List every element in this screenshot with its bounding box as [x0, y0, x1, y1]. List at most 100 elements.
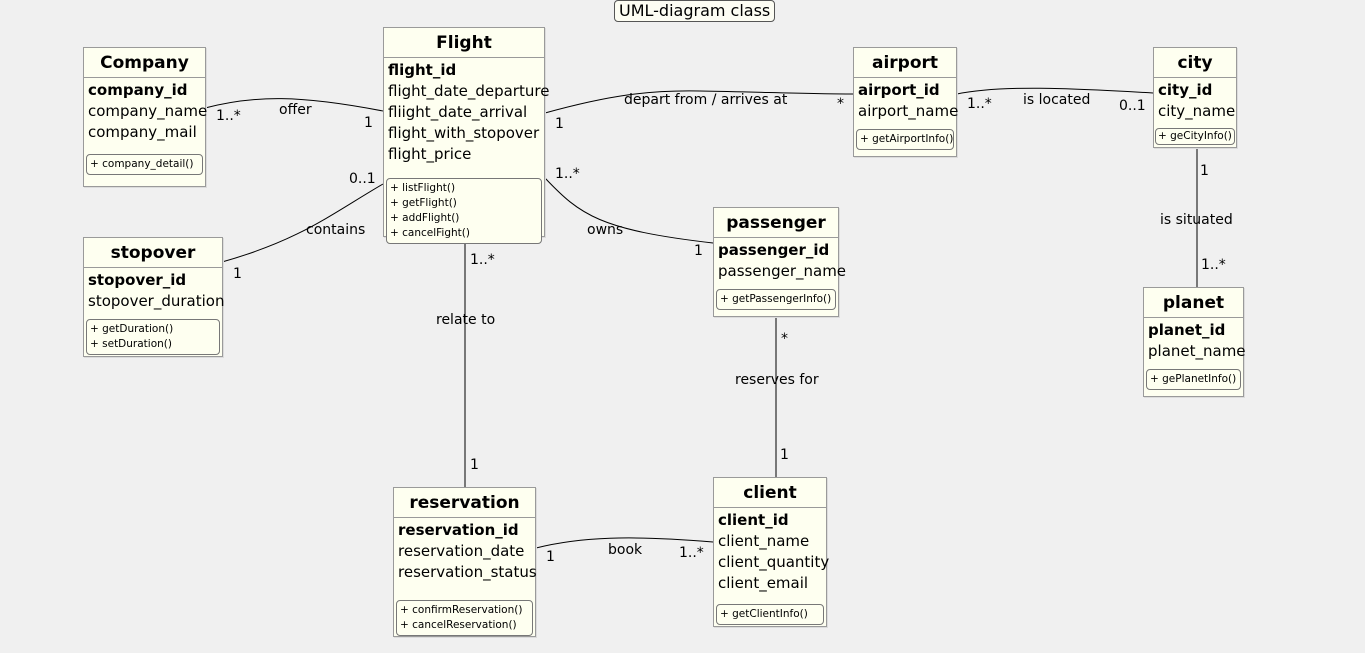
offer-line: [204, 98, 384, 112]
attribute-pk: company_id: [88, 81, 188, 99]
class-name: Flight: [384, 28, 544, 58]
attribute: fliight_date_arrival: [388, 103, 528, 121]
attribute: flight_date_departure: [388, 82, 550, 100]
attribute-list: flight_id flight_date_departure fliight_…: [384, 58, 550, 178]
class-client[interactable]: client client_id client_name client_quan…: [713, 477, 830, 627]
attribute-list: client_id client_name client_quantity cl…: [714, 508, 830, 598]
operation: + geCityInfo(): [1158, 130, 1232, 142]
operation-list: + getPassengerInfo(): [716, 289, 836, 310]
multiplicity-label: 1: [555, 116, 564, 132]
multiplicity-label: 1..*: [555, 166, 580, 182]
multiplicity-label: *: [837, 96, 844, 112]
association-label: relate to: [436, 312, 496, 328]
class-flight[interactable]: Flight flight_id flight_date_departure f…: [383, 27, 550, 244]
operation: + getPassengerInfo(): [720, 293, 832, 305]
attribute: reservation_status: [398, 563, 537, 581]
attribute-list: city_id city_name: [1154, 78, 1236, 126]
operation-list: + company_detail(): [86, 154, 203, 175]
operation-list: + confirmReservation() + cancelReservati…: [396, 600, 533, 636]
multiplicity-label: 1..*: [1201, 257, 1226, 273]
attribute-pk: stopover_id: [88, 271, 187, 289]
attribute-list: planet_id planet_name: [1144, 318, 1246, 366]
multiplicity-label: 1..*: [216, 108, 241, 124]
multiplicity-label: 1: [233, 266, 242, 282]
class-planet[interactable]: planet planet_id planet_name + gePlanetI…: [1143, 287, 1246, 397]
operation: + listFlight(): [390, 182, 456, 194]
association-label: book: [608, 542, 643, 558]
attribute-list: company_id company_name company_mail: [84, 78, 208, 144]
operation: + getFlight(): [390, 197, 457, 209]
class-city[interactable]: city city_id city_name + geCityInfo(): [1153, 47, 1237, 148]
multiplicity-label: 1: [364, 115, 373, 131]
operation: + gePlanetInfo(): [1150, 373, 1237, 385]
attribute: passenger_name: [718, 262, 847, 280]
attribute: client_name: [718, 532, 810, 550]
operation: + getClientInfo(): [720, 608, 808, 620]
attribute: flight_with_stopover: [388, 124, 540, 142]
attribute: city_name: [1158, 102, 1236, 120]
association-label: contains: [306, 222, 366, 238]
class-name: Company: [84, 48, 205, 78]
attribute-list: passenger_id passenger_name: [714, 238, 847, 286]
class-name: reservation: [394, 488, 535, 518]
attribute: flight_price: [388, 145, 472, 163]
attribute-pk: planet_id: [1148, 321, 1226, 339]
attribute: client_email: [718, 574, 809, 592]
class-company[interactable]: Company company_id company_name company_…: [83, 47, 208, 187]
class-name: stopover: [84, 238, 222, 268]
multiplicity-label: 0..1: [1119, 98, 1146, 114]
attribute: company_name: [88, 102, 208, 120]
operation-list: + getAirportInfo(): [856, 129, 954, 150]
class-name: client: [714, 478, 826, 508]
operation: + setDuration(): [90, 338, 172, 350]
operation-list: + getClientInfo(): [716, 604, 824, 625]
operation: + getDuration(): [90, 323, 174, 335]
class-passenger[interactable]: passenger passenger_id passenger_name + …: [713, 207, 847, 317]
attribute: planet_name: [1148, 342, 1246, 360]
operation: + getAirportInfo(): [860, 133, 954, 145]
attribute-pk: airport_id: [858, 81, 940, 99]
multiplicity-label: 1: [1200, 163, 1209, 179]
operation-list: + listFlight() + getFlight() + addFlight…: [386, 178, 542, 244]
multiplicity-label: 1..*: [679, 545, 704, 561]
attribute-list: stopover_id stopover_duration: [84, 268, 225, 316]
multiplicity-label: 1: [780, 447, 789, 463]
operation: + cancelFight(): [390, 227, 470, 239]
owns-line: [544, 177, 714, 244]
operation: + cancelReservation(): [400, 619, 517, 631]
diagram-title: UML-diagram class: [614, 0, 776, 22]
attribute: client_quantity: [718, 553, 830, 571]
class-stopover[interactable]: stopover stopover_id stopover_duration +…: [83, 237, 225, 357]
attribute: reservation_date: [398, 542, 525, 560]
attribute: stopover_duration: [88, 292, 225, 310]
class-name: airport: [854, 48, 956, 78]
class-airport[interactable]: airport airport_id airport_name + getAir…: [853, 47, 958, 157]
operation: + company_detail(): [90, 158, 194, 170]
attribute-pk: flight_id: [388, 61, 457, 79]
attribute-pk: passenger_id: [718, 241, 830, 259]
association-label: is situated: [1160, 212, 1233, 228]
association-label: depart from / arrives at: [624, 92, 788, 108]
operation-list: + geCityInfo(): [1155, 128, 1235, 145]
operation-list: + gePlanetInfo(): [1146, 369, 1241, 390]
association-label: offer: [279, 102, 312, 118]
association-label: is located: [1023, 92, 1091, 108]
located-line: [956, 87, 1154, 95]
multiplicity-label: 1..*: [470, 252, 495, 268]
multiplicity-label: 1: [546, 549, 555, 565]
attribute-pk: client_id: [718, 511, 789, 529]
contains-line: [221, 183, 384, 263]
class-reservation[interactable]: reservation reservation_id reservation_d…: [393, 487, 537, 637]
attribute-pk: city_id: [1158, 81, 1213, 99]
multiplicity-label: *: [781, 331, 788, 347]
attribute: company_mail: [88, 123, 197, 141]
multiplicity-label: 1: [470, 457, 479, 473]
association-label: reserves for: [735, 372, 819, 388]
book-line: [535, 537, 714, 549]
class-name: passenger: [714, 208, 838, 238]
association-label: owns: [587, 222, 624, 238]
attribute-list: airport_id airport_name: [854, 78, 958, 126]
multiplicity-label: 0..1: [349, 171, 376, 187]
attribute-pk: reservation_id: [398, 521, 519, 539]
